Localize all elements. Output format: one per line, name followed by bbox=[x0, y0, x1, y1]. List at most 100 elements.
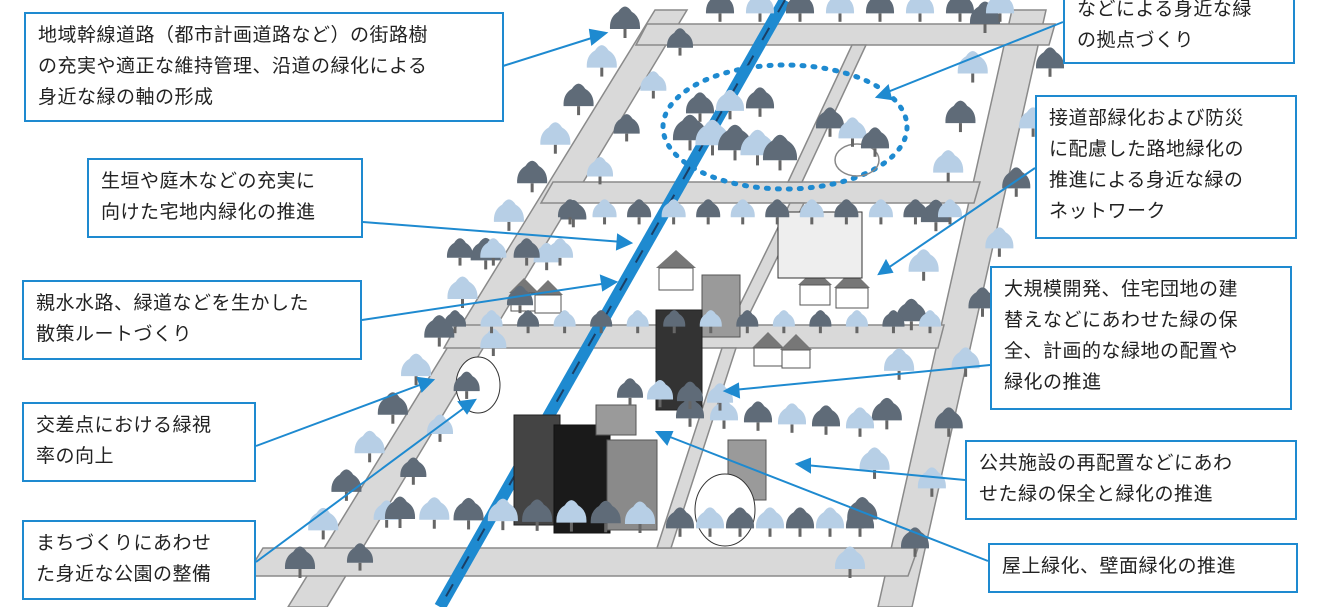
tree bbox=[934, 407, 963, 437]
tree bbox=[540, 122, 571, 154]
tree bbox=[834, 199, 859, 225]
tree bbox=[772, 310, 795, 334]
tree bbox=[331, 469, 362, 501]
tree bbox=[384, 496, 416, 528]
tree bbox=[825, 0, 855, 22]
tree bbox=[762, 134, 798, 171]
tree bbox=[945, 100, 976, 133]
tree bbox=[896, 298, 927, 331]
tree bbox=[811, 405, 841, 435]
callout-line: 身近な緑の軸の形成 bbox=[38, 86, 214, 108]
callout-line: 生垣や庭木などの充実に bbox=[101, 170, 316, 192]
grass-patch bbox=[694, 473, 756, 547]
tree bbox=[777, 403, 807, 433]
leader-line bbox=[804, 464, 966, 481]
tree bbox=[517, 310, 540, 334]
tree bbox=[553, 310, 576, 334]
callout-line: た身近な公園の整備 bbox=[36, 563, 212, 585]
tree bbox=[882, 310, 905, 334]
tree bbox=[586, 45, 617, 77]
callout-line: ネットワーク bbox=[1049, 200, 1167, 222]
tree bbox=[426, 414, 454, 442]
tree bbox=[663, 310, 686, 334]
leader-line bbox=[255, 404, 469, 563]
leader-arrowhead bbox=[599, 274, 619, 292]
middle-cross-road bbox=[539, 181, 981, 204]
tree bbox=[918, 310, 942, 334]
tree bbox=[453, 371, 480, 399]
tree bbox=[626, 310, 649, 334]
callout-large-development: 大規模開発、住宅団地の建 替えなどにあわせた緑の保 全、計画的な緑地の配置や 緑… bbox=[990, 266, 1292, 410]
tree bbox=[480, 328, 507, 357]
tree bbox=[903, 199, 928, 225]
leader-line bbox=[664, 434, 989, 562]
callout-line: の充実や適正な維持管理、沿道の緑化による bbox=[38, 55, 428, 77]
tree bbox=[666, 28, 694, 56]
small-park-circle bbox=[834, 143, 880, 177]
tree bbox=[908, 249, 939, 281]
leader-arrowhead bbox=[654, 431, 674, 446]
callout-line: 屋上緑化、壁面緑化の推進 bbox=[1002, 555, 1237, 577]
house bbox=[533, 280, 563, 314]
leader-lines bbox=[255, 21, 1064, 563]
tree bbox=[443, 310, 467, 334]
callout-line: 接道部緑化および防災 bbox=[1049, 107, 1245, 129]
street-trees bbox=[284, 0, 1065, 578]
tree bbox=[937, 199, 963, 225]
callout-line: 替えなどにあわせた緑の保 bbox=[1004, 309, 1239, 331]
tree bbox=[308, 507, 339, 540]
tree bbox=[860, 127, 890, 157]
tree bbox=[401, 353, 432, 386]
tree bbox=[590, 500, 621, 533]
tree bbox=[815, 507, 845, 537]
tree bbox=[665, 507, 695, 537]
tree bbox=[951, 347, 980, 377]
tree bbox=[871, 397, 902, 430]
leader-arrowhead bbox=[588, 28, 609, 46]
leader-line bbox=[362, 221, 624, 243]
house bbox=[656, 250, 696, 291]
tree bbox=[346, 543, 374, 571]
callout-line: 地域幹線道路（都市計画道路など）の街路樹 bbox=[38, 24, 429, 46]
tree bbox=[493, 199, 524, 231]
tree bbox=[685, 92, 715, 122]
tree bbox=[709, 399, 739, 429]
callout-line: まちづくりにあわせ bbox=[36, 532, 212, 554]
callout-green-hub: などによる身近な緑 の拠点づくり bbox=[1063, 0, 1295, 64]
tree bbox=[945, 0, 975, 22]
leader-line bbox=[255, 382, 426, 447]
tree bbox=[586, 157, 614, 185]
tree bbox=[745, 87, 775, 117]
tree bbox=[613, 114, 640, 142]
tree bbox=[785, 507, 815, 537]
callout-line: 散策ルートづくり bbox=[36, 323, 193, 345]
tree bbox=[705, 0, 735, 22]
tree bbox=[696, 199, 721, 225]
tree bbox=[624, 501, 656, 533]
leader-line bbox=[361, 282, 609, 321]
callout-line: せた緑の保全と緑化の推進 bbox=[979, 483, 1214, 505]
tree bbox=[377, 392, 408, 424]
tree bbox=[699, 310, 722, 334]
tree bbox=[968, 287, 997, 317]
office-building bbox=[595, 404, 637, 436]
tree bbox=[513, 238, 540, 266]
tree bbox=[446, 238, 474, 266]
tree bbox=[985, 227, 1014, 257]
tree bbox=[487, 498, 518, 531]
tree bbox=[706, 383, 734, 411]
tree bbox=[985, 0, 1015, 22]
callout-line: 全、計画的な緑地の配置や bbox=[1004, 340, 1239, 362]
tree bbox=[563, 83, 594, 116]
callout-hedge-greening: 生垣や庭木などの充実に 向けた宅地内緑化の推進 bbox=[87, 158, 363, 238]
tree bbox=[546, 238, 574, 266]
bamboo-grove bbox=[777, 211, 863, 279]
tree bbox=[715, 89, 745, 120]
tree bbox=[845, 407, 875, 437]
tree bbox=[845, 310, 868, 334]
tree bbox=[755, 507, 785, 537]
tree bbox=[453, 497, 484, 530]
tree bbox=[480, 238, 507, 266]
tree bbox=[905, 0, 935, 22]
